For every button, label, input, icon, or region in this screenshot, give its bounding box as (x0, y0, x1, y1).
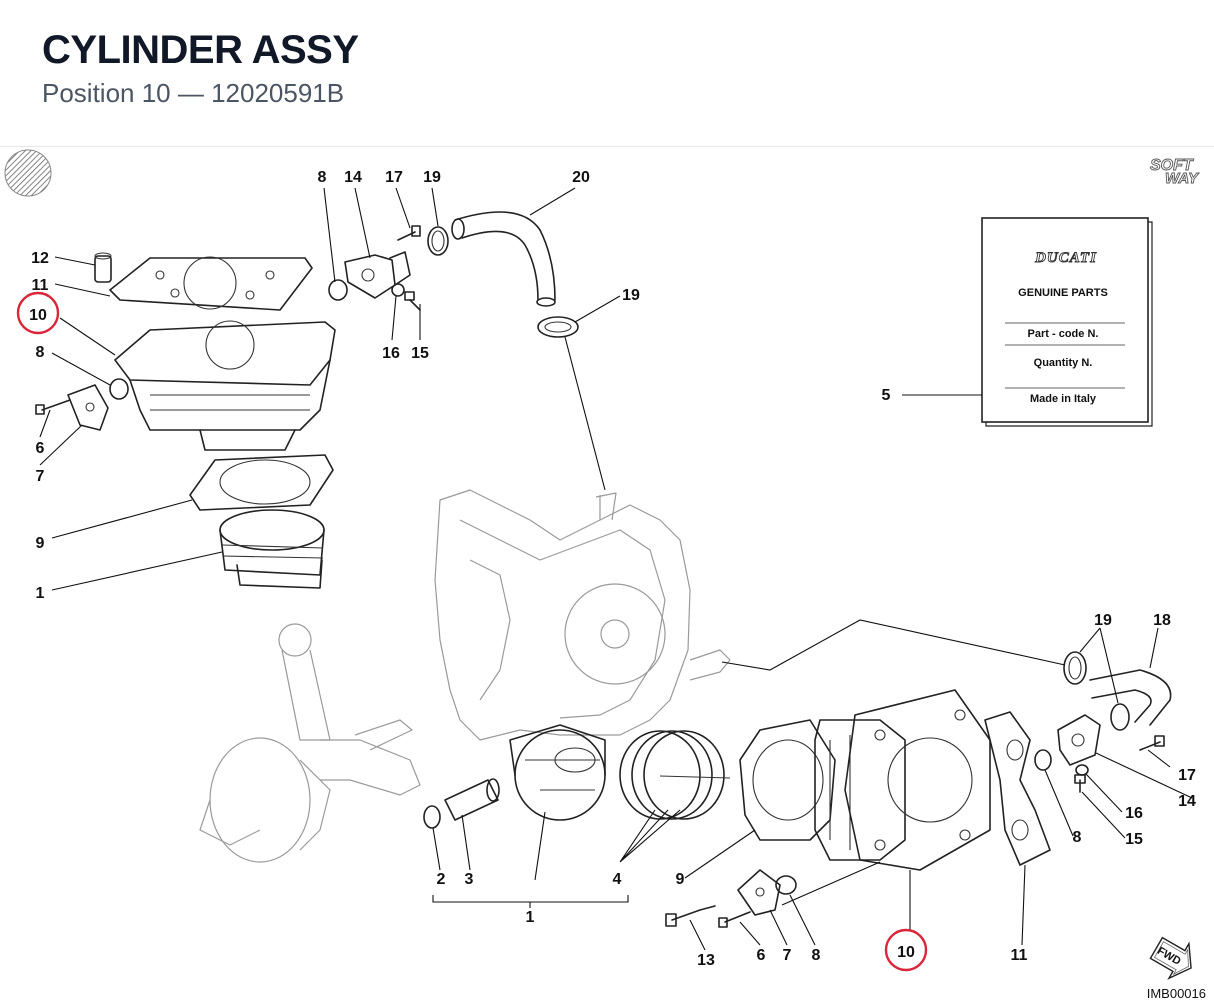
svg-text:WAY: WAY (1165, 170, 1200, 187)
lower-head-gasket-10 (844, 689, 991, 871)
lower-oring-8 (1034, 749, 1052, 771)
card-made-in: Made in Italy (1030, 393, 1097, 405)
fwd-arrow-icon: FWD (1149, 936, 1192, 980)
callout-14: 14 (344, 169, 362, 186)
page-title: CYLINDER ASSY (42, 28, 359, 72)
highlight-ring-top (16, 291, 60, 335)
highlight-ring-bottom (884, 928, 928, 972)
lower-oring-8b (775, 875, 797, 895)
lower-base-gasket-9 (739, 719, 836, 841)
lower-screw-17 (1139, 735, 1165, 751)
corner-hatched-logo (4, 149, 52, 197)
lower-bolt-15 (1074, 774, 1086, 793)
piston-rings-4 (619, 730, 731, 820)
image-code: IMB00016 (1147, 986, 1206, 1001)
callout-8c: 8 (1073, 829, 1082, 846)
coolant-hose-20 (451, 211, 556, 307)
svg-text:SOFT: SOFT (1150, 157, 1194, 174)
lower-bolt-6 (718, 911, 751, 928)
callout-11b: 11 (1011, 947, 1028, 964)
callout-9: 9 (36, 535, 45, 552)
upper-piston-1 (219, 509, 325, 589)
callout-1: 1 (36, 585, 45, 602)
bleed-valve-13 (665, 905, 716, 927)
lower-piston (509, 724, 606, 821)
callout-9b: 9 (676, 871, 685, 888)
lower-clamp-19b (1110, 703, 1130, 731)
exploded-diagram: SOFT WAY (4, 149, 1206, 1001)
lower-clamp-19a (1063, 651, 1087, 685)
callout-8b: 8 (36, 344, 45, 361)
upper-hose-clamp-19a (427, 226, 449, 256)
callout-3: 3 (465, 871, 474, 888)
callout-7: 7 (36, 468, 45, 485)
callouts-top: 8 14 17 19 20 12 11 10 8 6 7 9 1 16 15 1… (16, 169, 891, 602)
callout-13: 13 (697, 952, 715, 969)
callout-19b: 19 (622, 287, 640, 304)
parts-card: DUCATI GENUINE PARTS Part - code N. Quan… (981, 217, 1153, 427)
upper-washer-16 (391, 283, 405, 297)
callout-8d: 8 (812, 947, 821, 964)
card-part-code: Part - code N. (1028, 328, 1099, 340)
dowel-12 (94, 252, 112, 283)
callout-12: 12 (31, 250, 49, 267)
lower-hose-18 (1089, 669, 1172, 726)
callout-6: 6 (36, 440, 45, 457)
hose-route-line (721, 619, 1066, 671)
upper-cylinder-body (114, 320, 336, 451)
callout-10b-highlighted: 10 (897, 944, 915, 961)
crankcase-ghost (434, 489, 731, 741)
callout-15b: 15 (1125, 831, 1143, 848)
upper-bolt-15 (404, 291, 421, 311)
upper-cylinder-head-gasket (109, 256, 313, 311)
callout-14b: 14 (1178, 793, 1196, 810)
callout-20: 20 (572, 169, 590, 186)
callouts-bottom: 19 18 17 14 16 15 8 11 10 9 13 6 7 8 2 3… (437, 612, 1196, 972)
upper-base-gasket-9 (189, 454, 334, 511)
upper-screw-17 (397, 225, 421, 241)
callout-7b: 7 (783, 947, 792, 964)
callout-11: 11 (32, 277, 49, 294)
upper-thermostat-flange-14 (344, 251, 411, 299)
circlip-2 (423, 805, 441, 829)
lower-cover-plate-11 (984, 711, 1051, 866)
lower-flange-7 (737, 869, 781, 916)
softway-logo: SOFT WAY (1150, 157, 1201, 188)
gudgeon-pin-3 (444, 778, 500, 821)
callout-10-highlighted: 10 (29, 307, 47, 324)
callout-6b: 6 (757, 947, 766, 964)
upper-oring-8b (328, 279, 348, 301)
card-quantity: Quantity N. (1034, 357, 1093, 369)
lower-washer-16 (1075, 764, 1089, 776)
callout-5: 5 (882, 387, 891, 404)
callout-4: 4 (613, 871, 622, 888)
callout-1b: 1 (526, 909, 535, 926)
lower-cylinder-body (814, 719, 906, 861)
upper-oring-8 (109, 378, 129, 400)
lower-hose-clamp-19b (537, 316, 579, 338)
callout-17: 17 (385, 169, 403, 186)
hose-routing-line (564, 336, 606, 491)
callout-16: 16 (382, 345, 400, 362)
leader-lines (39, 187, 1193, 951)
crankshaft-ghost (199, 623, 421, 863)
upper-bolt-6 (35, 399, 71, 415)
callout-18: 18 (1153, 612, 1171, 629)
callout-16b: 16 (1125, 805, 1143, 822)
upper-flange-7 (67, 384, 109, 431)
lower-thermostat-flange-14 (1057, 714, 1101, 766)
callout-15: 15 (411, 345, 429, 362)
page-subtitle: Position 10 — 12020591B (42, 78, 345, 108)
ducati-logo: DUCATI (1034, 250, 1097, 266)
callout-19c: 19 (1094, 612, 1112, 629)
card-heading: GENUINE PARTS (1018, 287, 1108, 299)
callout-17b: 17 (1178, 767, 1196, 784)
callout-2: 2 (437, 871, 446, 888)
callout-8: 8 (318, 169, 327, 186)
page-header: CYLINDER ASSY Position 10 — 12020591B (0, 0, 1214, 147)
callout-19: 19 (423, 169, 441, 186)
